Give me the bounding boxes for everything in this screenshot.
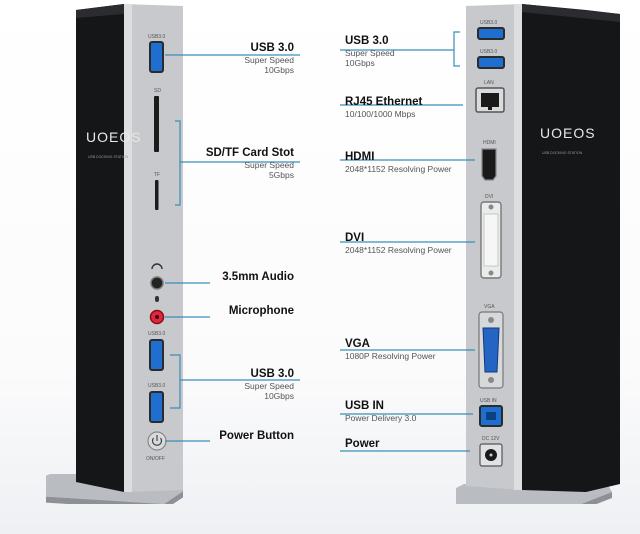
callout-title: Power Button bbox=[219, 430, 294, 442]
callout-title: RJ45 Ethernet bbox=[345, 96, 423, 108]
callout-sub: 5Gbps bbox=[268, 170, 294, 180]
callout-sub: 2048*1152 Resolving Power bbox=[345, 245, 452, 255]
usb-in-label: USB IN bbox=[480, 398, 497, 404]
tf-card-slot[interactable] bbox=[155, 180, 159, 210]
usb-port-rear-b[interactable] bbox=[477, 56, 505, 69]
callout-title: USB 3.0 bbox=[250, 368, 294, 380]
callout-power-button: Power Button bbox=[219, 429, 294, 443]
callout-title: 3.5mm Audio bbox=[222, 271, 294, 283]
callout-sub: 10Gbps bbox=[264, 391, 294, 401]
rear-usb-a-label: USB3.0 bbox=[480, 20, 497, 26]
callout-title: USB 3.0 bbox=[345, 35, 389, 47]
callout-title: SD/TF Card Stot bbox=[205, 147, 294, 159]
rear-usb-b-label: USB3.0 bbox=[480, 49, 497, 55]
usb-top-port-label: USB3.0 bbox=[148, 34, 165, 40]
line-sd-tf bbox=[175, 120, 300, 206]
usb-port-rear-a[interactable] bbox=[477, 27, 505, 40]
brand-tagline-front: USB DOCKING STATION bbox=[88, 155, 129, 159]
callout-microphone: Microphone bbox=[229, 304, 294, 318]
callout-sub: 10Gbps bbox=[345, 58, 375, 68]
dock-rear-view: UOEOS USB DOCKING STATION USB3.0 USB3.0 … bbox=[456, 4, 620, 504]
callout-dvi: DVI 2048*1152 Resolving Power bbox=[345, 231, 452, 255]
black-side-panel-rear bbox=[522, 4, 620, 492]
callout-sub: Super Speed bbox=[345, 48, 395, 58]
dvi-label: DVI bbox=[485, 194, 493, 200]
callout-vga: VGA 1080P Resolving Power bbox=[345, 337, 436, 361]
power-icon bbox=[151, 435, 163, 446]
brand-logo-rear: UOEOS bbox=[540, 125, 596, 141]
usb-port-front-b[interactable] bbox=[149, 391, 164, 423]
line-usb-pair bbox=[170, 354, 300, 409]
sd-card-slot[interactable] bbox=[154, 96, 159, 152]
callout-audio: 3.5mm Audio bbox=[222, 270, 294, 284]
brand-logo-front: UOEOS bbox=[86, 129, 142, 145]
callout-usb-front-pair: USB 3.0 Super Speed 10Gbps bbox=[244, 367, 294, 401]
vga-port[interactable] bbox=[482, 327, 500, 373]
brand-tagline-rear: USB DOCKING STATION bbox=[542, 151, 583, 155]
callout-rj45: RJ45 Ethernet 10/100/1000 Mbps bbox=[345, 95, 422, 119]
callout-usb-front-top: USB 3.0 Super Speed 10Gbps bbox=[244, 41, 294, 75]
callout-sub: Super Speed bbox=[244, 160, 294, 170]
usb-a-port-label: USB3.0 bbox=[148, 331, 165, 337]
callout-sub: Super Speed bbox=[244, 55, 294, 65]
callout-sub: 10Gbps bbox=[264, 65, 294, 75]
usb-port-front-a[interactable] bbox=[149, 339, 164, 371]
headphone-icon bbox=[151, 263, 163, 270]
callout-sub: 2048*1152 Resolving Power bbox=[345, 164, 452, 174]
callout-sub: Power Delivery 3.0 bbox=[345, 413, 417, 423]
callout-title: Microphone bbox=[228, 305, 294, 317]
callout-title: Power bbox=[345, 438, 380, 450]
usb-b-port-label: USB3.0 bbox=[148, 383, 165, 389]
usb-port-front-top[interactable] bbox=[149, 41, 164, 73]
lan-label: LAN bbox=[484, 80, 494, 86]
callout-title: HDMI bbox=[345, 151, 375, 163]
tf-port-label: TF bbox=[154, 172, 160, 178]
hdmi-label: HDMI bbox=[483, 140, 496, 146]
callout-hdmi: HDMI 2048*1152 Resolving Power bbox=[345, 150, 452, 174]
callout-title: VGA bbox=[345, 338, 370, 350]
dock-front-view: UOEOS USB DOCKING STATION USB3.0 SD TF U… bbox=[46, 4, 183, 504]
callout-title: USB 3.0 bbox=[250, 42, 294, 54]
callout-title: USB IN bbox=[345, 400, 384, 412]
callout-sub: 10/100/1000 Mbps bbox=[345, 109, 416, 119]
callout-sub: Super Speed bbox=[244, 381, 294, 391]
silver-front-panel bbox=[124, 4, 183, 492]
callout-usb-rear: USB 3.0 Super Speed 10Gbps bbox=[345, 34, 395, 68]
dc-label: DC 12V bbox=[482, 436, 500, 442]
callout-title: DVI bbox=[345, 232, 365, 244]
line-rear-usb bbox=[340, 31, 460, 67]
callout-sd-tf: SD/TF Card Stot Super Speed 5Gbps bbox=[206, 146, 294, 180]
callout-sub: 1080P Resolving Power bbox=[345, 351, 436, 361]
black-side-panel bbox=[76, 4, 124, 492]
vga-label: VGA bbox=[484, 304, 495, 310]
sd-port-label: SD bbox=[154, 88, 161, 94]
audio-jack[interactable] bbox=[150, 276, 164, 290]
onoff-label: ON/OFF bbox=[146, 456, 165, 462]
microphone-icon bbox=[155, 296, 159, 302]
callout-power: Power bbox=[345, 437, 380, 451]
callout-usb-in: USB IN Power Delivery 3.0 bbox=[345, 399, 416, 423]
hdmi-port[interactable] bbox=[481, 148, 497, 181]
